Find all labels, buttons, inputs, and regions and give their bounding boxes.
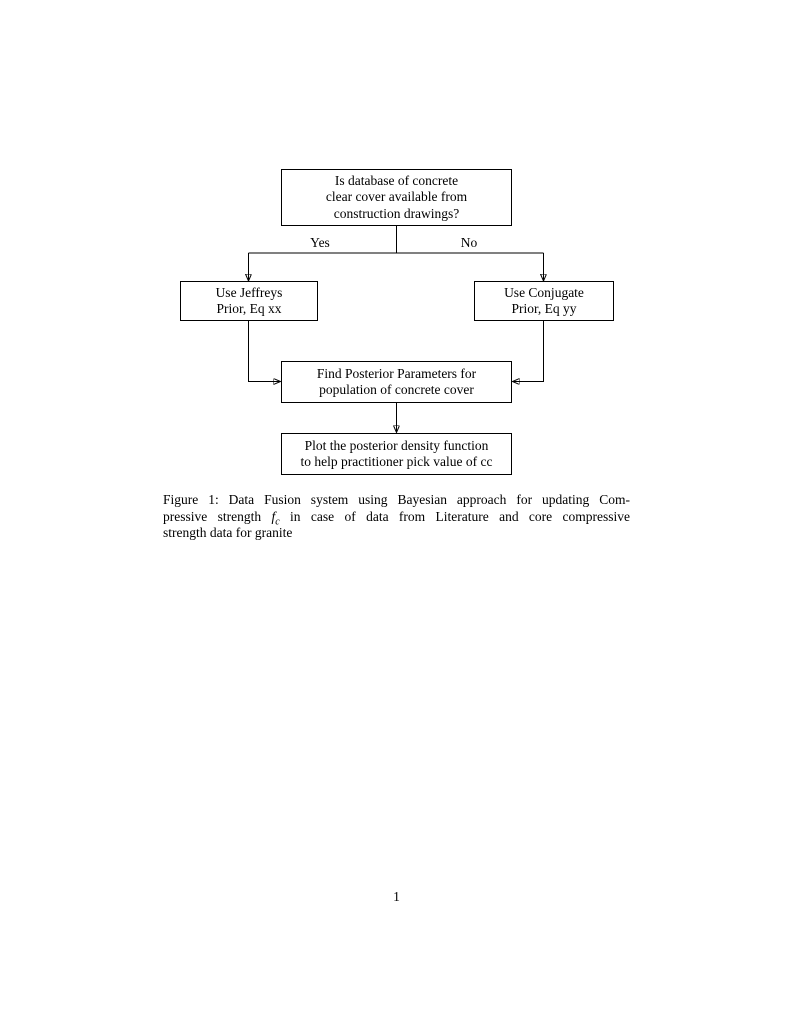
node-posterior-parameters: Find Posterior Parameters for population…	[281, 361, 512, 403]
connector-jeffreys-to-posterior	[248, 321, 280, 382]
caption-line-2: pressive strength fc in case of data fro…	[163, 508, 631, 528]
node-jeffreys-prior: Use Jeffreys Prior, Eq xx	[180, 281, 318, 321]
caption-line-1: Figure 1: Data Fusion system using Bayes…	[163, 492, 630, 507]
page-number: 1	[393, 889, 400, 904]
node-conjugate-line-2: Prior, Eq yy	[511, 301, 577, 316]
node-conjugate-line-1: Use Conjugate	[504, 284, 584, 300]
node-posterior-line-2: population of concrete cover	[319, 382, 474, 397]
node-plot-line-1: Plot the posterior density function	[304, 437, 489, 453]
node-plot-line-2: to help practitioner pick value of cc	[300, 454, 493, 469]
node-conjugate-prior: Use Conjugate Prior, Eq yy	[474, 281, 614, 321]
node-question-line-1: Is database of concrete	[334, 172, 459, 188]
caption-line-2-suffix: in case of data from Literature and core…	[279, 508, 631, 524]
connector-conjugate-to-posterior	[514, 321, 544, 382]
caption-line-3: strength data for granite	[163, 525, 293, 541]
branch-label-no: No	[447, 235, 491, 251]
node-jeffreys-line-2: Prior, Eq xx	[216, 301, 282, 316]
node-question: Is database of concrete clear cover avai…	[281, 169, 512, 226]
math-fc-subscript: c	[275, 516, 280, 528]
node-question-line-3: construction drawings?	[333, 205, 460, 221]
node-posterior-line-1: Find Posterior Parameters for	[316, 365, 477, 381]
branch-label-yes: Yes	[298, 235, 342, 251]
caption-line-2-prefix: pressive strength	[163, 508, 272, 524]
figure-caption: Figure 1: Data Fusion system using Bayes…	[163, 492, 630, 542]
math-fc-symbol: f	[271, 508, 276, 524]
node-question-line-2: clear cover available from	[325, 189, 468, 205]
node-jeffreys-line-1: Use Jeffreys	[215, 284, 283, 300]
node-plot-density: Plot the posterior density function to h…	[281, 433, 512, 475]
